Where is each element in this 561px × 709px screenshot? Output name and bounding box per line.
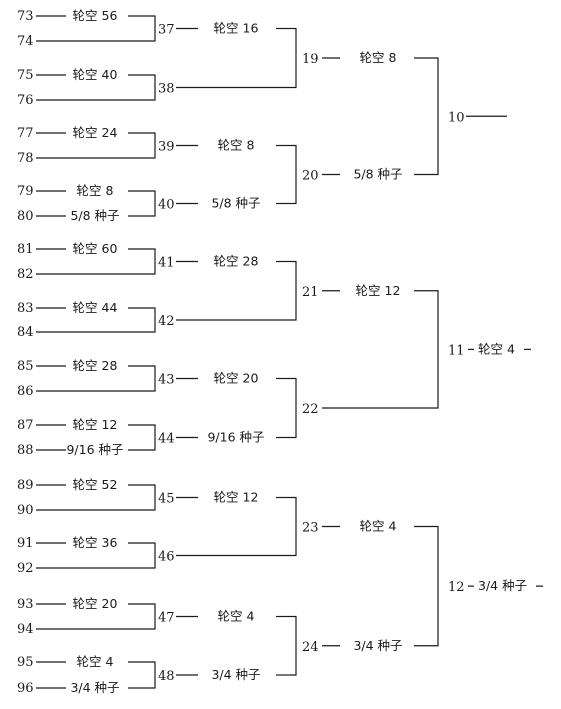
slot-number: 86 <box>17 384 34 399</box>
slot-number: 38 <box>158 82 175 97</box>
slot-label: 轮空 44 <box>73 300 118 315</box>
r2-pair-bracket <box>292 27 297 89</box>
slot-number: 24 <box>302 640 319 655</box>
slot-number: 47 <box>158 611 175 626</box>
slot-label: 轮空 20 <box>214 371 259 386</box>
slot-number: 78 <box>17 151 34 166</box>
r2-pair-bracket <box>292 496 297 557</box>
slot-number: 79 <box>17 184 34 199</box>
slot-label: 轮空 12 <box>73 417 118 432</box>
r3-pair-bracket <box>434 525 439 647</box>
slot-number: 42 <box>158 314 175 329</box>
slot-number: 82 <box>17 267 34 282</box>
slot-number: 87 <box>17 418 34 433</box>
slot-number: 96 <box>17 681 34 696</box>
slot-number: 23 <box>302 521 319 536</box>
slot-number: 46 <box>158 550 175 565</box>
slot-label: 9/16 种子 <box>207 430 264 445</box>
slot-number: 77 <box>17 126 34 141</box>
slot-label: 3/4 种子 <box>70 680 119 695</box>
slot-number: 92 <box>17 561 34 576</box>
slot-label: 5/8 种子 <box>70 208 119 223</box>
r1-pair-bracket <box>152 661 156 689</box>
slot-label: 轮空 8 <box>77 183 114 198</box>
slot-number: 88 <box>17 443 34 458</box>
r1-pair-bracket <box>152 603 156 630</box>
slot-number: 45 <box>158 492 175 507</box>
slot-number: 40 <box>158 198 175 213</box>
r2-pair-bracket <box>292 144 297 205</box>
r1-pair-bracket <box>152 132 156 159</box>
slot-label: 9/16 种子 <box>66 442 123 457</box>
slot-number: 22 <box>302 402 319 417</box>
slot-label: 3/4 种子 <box>478 578 527 593</box>
r3-pair-bracket <box>434 290 439 409</box>
slot-number: 73 <box>17 9 34 24</box>
slot-label: 轮空 8 <box>218 138 255 153</box>
r2-pair-bracket <box>292 260 297 321</box>
slot-number: 84 <box>17 325 34 340</box>
slot-number: 74 <box>17 34 34 49</box>
r3-pair-bracket <box>434 57 439 176</box>
slot-number: 81 <box>17 242 34 257</box>
r1-pair-bracket <box>152 542 156 569</box>
slot-label: 轮空 12 <box>214 490 259 505</box>
slot-number: 10 <box>448 110 465 125</box>
slot-label: 5/8 种子 <box>353 167 402 182</box>
slot-number: 93 <box>17 597 34 612</box>
slot-number: 75 <box>17 68 34 83</box>
slot-number: 91 <box>17 536 34 551</box>
slot-number: 21 <box>302 285 319 300</box>
slot-number: 76 <box>17 93 34 108</box>
slot-number: 48 <box>158 669 175 684</box>
slot-label: 5/8 种子 <box>211 196 260 211</box>
r1-pair-bracket <box>152 15 156 42</box>
slot-label: 轮空 8 <box>360 50 397 65</box>
slot-number: 94 <box>17 622 34 637</box>
slot-label: 轮空 36 <box>73 535 118 550</box>
slot-number: 19 <box>302 52 319 67</box>
slot-number: 41 <box>158 256 175 271</box>
slot-number: 12 <box>448 580 465 595</box>
slot-number: 39 <box>158 140 175 155</box>
slot-label: 轮空 4 <box>218 609 255 624</box>
slot-label: 3/4 种子 <box>211 667 260 682</box>
slot-number: 20 <box>302 169 319 184</box>
slot-label: 轮空 40 <box>73 67 118 82</box>
slot-number: 37 <box>158 23 175 38</box>
slot-label: 轮空 4 <box>360 519 397 534</box>
slot-label: 轮空 28 <box>73 358 118 373</box>
r1-pair-bracket <box>152 190 156 217</box>
slot-label: 轮空 24 <box>73 125 118 140</box>
slot-label: 轮空 52 <box>73 477 118 492</box>
slot-label: 3/4 种子 <box>353 638 402 653</box>
slot-number: 95 <box>17 655 34 670</box>
slot-label: 轮空 28 <box>214 254 259 269</box>
r1-pair-bracket <box>152 365 156 392</box>
slot-number: 85 <box>17 359 34 374</box>
slot-number: 44 <box>158 432 175 447</box>
slot-number: 90 <box>17 503 34 518</box>
r1-pair-bracket <box>152 74 156 101</box>
slot-label: 轮空 12 <box>356 283 401 298</box>
slot-label: 轮空 4 <box>77 654 114 669</box>
r2-pair-bracket <box>292 377 297 439</box>
slot-number: 11 <box>448 343 465 358</box>
slot-label: 轮空 4 <box>478 341 515 356</box>
slot-number: 83 <box>17 301 34 316</box>
r2-pair-bracket <box>292 615 297 676</box>
r1-pair-bracket <box>152 424 156 451</box>
r1-pair-bracket <box>152 307 156 333</box>
slot-number: 43 <box>158 373 175 388</box>
slot-number: 80 <box>17 209 34 224</box>
slot-label: 轮空 56 <box>73 8 118 23</box>
r1-pair-bracket <box>152 484 156 511</box>
slot-label: 轮空 16 <box>214 21 259 36</box>
slot-label: 轮空 20 <box>73 596 118 611</box>
r1-pair-bracket <box>152 248 156 275</box>
slot-label: 轮空 60 <box>73 241 118 256</box>
slot-number: 89 <box>17 478 34 493</box>
